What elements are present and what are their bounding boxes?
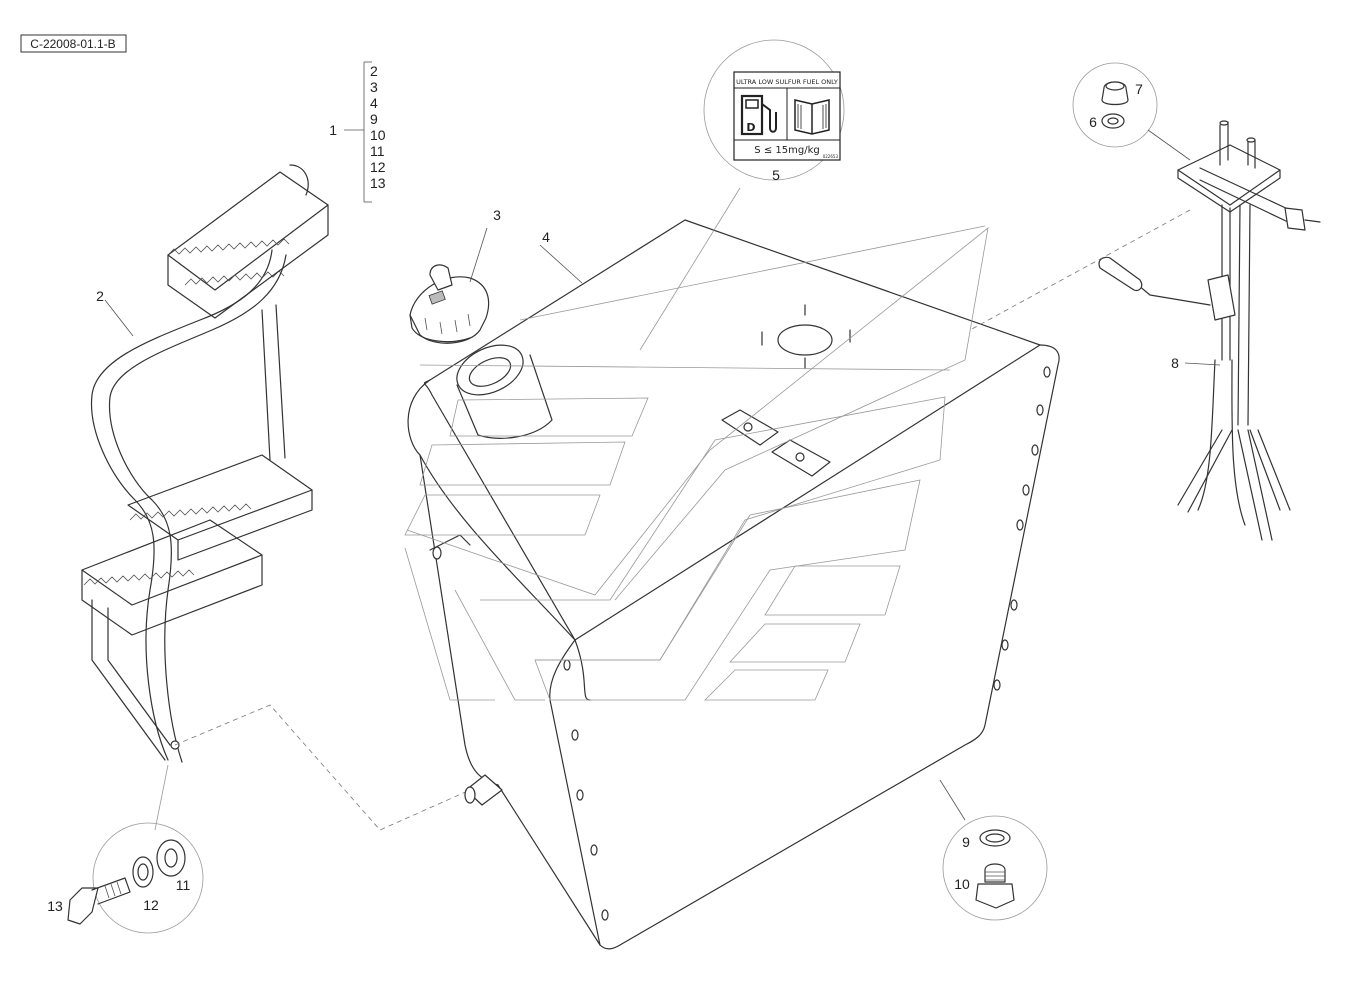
callout-tank: 4 <box>542 229 550 245</box>
bolt-kit-detail <box>67 822 204 934</box>
callout-plug: 10 <box>954 876 970 892</box>
callout-sender: 8 <box>1171 355 1179 371</box>
grommet-detail <box>1072 62 1191 161</box>
fuel-sender <box>969 120 1321 541</box>
drain-plug-detail <box>939 779 1048 921</box>
access-step <box>81 164 329 763</box>
decal-spec: S ≤ 15mg/kg <box>754 145 819 156</box>
callout-lockwasher: 12 <box>143 897 159 913</box>
kit-item: 10 <box>370 127 386 143</box>
kit-item: 12 <box>370 159 386 175</box>
callout-washer: 11 <box>176 877 191 893</box>
callout-washer-6: 6 <box>1089 114 1097 130</box>
kit-item: 11 <box>370 143 385 159</box>
fuel-decal-detail: ULTRA LOW SULFUR FUEL ONLY D S ≤ 15mg/kg… <box>703 39 845 181</box>
callout-bolt: 13 <box>47 898 63 914</box>
decal-header: ULTRA LOW SULFUR FUEL ONLY <box>736 78 838 86</box>
kit-item: 4 <box>370 95 378 111</box>
decal-fuel-letter: D <box>746 121 755 134</box>
drawing-reference: C-22008-01.1-B <box>20 34 127 53</box>
kit-callout: 1 <box>329 122 337 138</box>
callout-grommet: 7 <box>1135 81 1143 97</box>
kit-item: 3 <box>370 79 378 95</box>
kit-item: 13 <box>370 175 386 191</box>
callout-decal: 5 <box>772 167 780 183</box>
callout-seal: 9 <box>962 834 970 850</box>
kit-item: 9 <box>370 111 378 127</box>
fuel-cap <box>409 227 490 344</box>
callout-cap: 3 <box>493 207 501 223</box>
fuel-tank <box>404 187 1060 950</box>
manual-book-icon <box>794 99 830 135</box>
callout-step: 2 <box>96 288 104 304</box>
kit-item: 2 <box>370 63 378 79</box>
kit-list: 1 2 3 4 9 10 11 12 13 <box>329 61 386 203</box>
decal-code: 022653 <box>823 154 839 159</box>
drawing-reference-text: C-22008-01.1-B <box>30 37 115 51</box>
fuel-pump-icon <box>740 94 777 136</box>
